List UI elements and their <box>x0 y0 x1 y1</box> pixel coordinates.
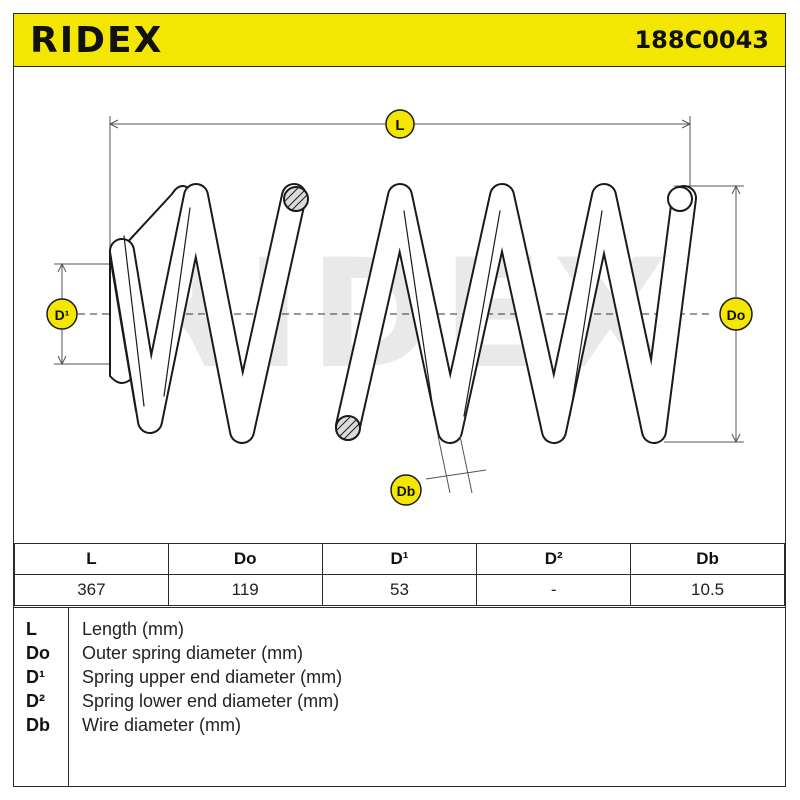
spec-table-value-row: 367 119 53 - 10.5 <box>14 574 785 606</box>
callout-outer-diameter-label: Do <box>727 307 746 323</box>
legend-key: D¹ <box>26 667 45 687</box>
legend-description: Spring upper end diameter (mm) <box>82 667 343 687</box>
brand-logo: RIDEX <box>30 20 164 61</box>
spec-header-cell: Db <box>630 543 785 575</box>
spec-value-cell: 367 <box>14 574 169 606</box>
legend-panel <box>14 607 785 787</box>
spec-table: L Do D¹ D² Db 367 119 53 - 10.5 <box>14 543 785 606</box>
spec-value-cell: 53 <box>321 574 478 606</box>
legend-key: Db <box>26 715 50 735</box>
legend-item: Db Wire diameter (mm) <box>14 715 714 739</box>
spec-value-cell: 10.5 <box>630 574 785 606</box>
legend-item: Do Outer spring diameter (mm) <box>14 643 714 667</box>
callout-outer-diameter: Do <box>719 297 753 331</box>
callout-length-label: L <box>395 117 404 134</box>
legend-key: L <box>26 619 37 639</box>
callout-upper-diameter: D¹ <box>46 298 78 330</box>
legend-key: D² <box>26 691 45 711</box>
legend-item: L Length (mm) <box>14 619 714 643</box>
spec-header-cell: L <box>14 543 169 575</box>
callout-upper-diameter-label: D¹ <box>55 307 70 323</box>
spec-table-header-row: L Do D¹ D² Db <box>14 543 785 575</box>
legend-item: D¹ Spring upper end diameter (mm) <box>14 667 714 691</box>
spring-diagram: RIDEX <box>46 109 753 506</box>
spec-header-cell: D¹ <box>321 543 478 575</box>
legend-key: Do <box>26 643 50 663</box>
sheet-frame <box>13 13 786 787</box>
callout-wire-diameter-label: Db <box>397 483 416 499</box>
spec-value-cell: - <box>476 574 632 606</box>
legend-divider <box>68 607 69 786</box>
callout-wire-diameter: Db <box>390 474 422 506</box>
part-number: 188C0043 <box>634 26 769 54</box>
legend-item: D² Spring lower end diameter (mm) <box>14 691 714 715</box>
wire-diameter-dimension <box>425 435 487 494</box>
legend-description: Spring lower end diameter (mm) <box>82 691 340 711</box>
legend-description: Length (mm) <box>82 619 185 639</box>
header-bar: RIDEX 188C0043 <box>14 14 785 67</box>
spec-header-cell: D² <box>476 543 632 575</box>
spec-header-cell: Do <box>167 543 323 575</box>
legend-description: Outer spring diameter (mm) <box>82 643 304 663</box>
legend-description: Wire diameter (mm) <box>82 715 242 735</box>
callout-length: L <box>385 109 415 139</box>
wire-cross-sections <box>283 186 693 441</box>
spec-value-cell: 119 <box>167 574 323 606</box>
spring-wire <box>109 183 697 444</box>
